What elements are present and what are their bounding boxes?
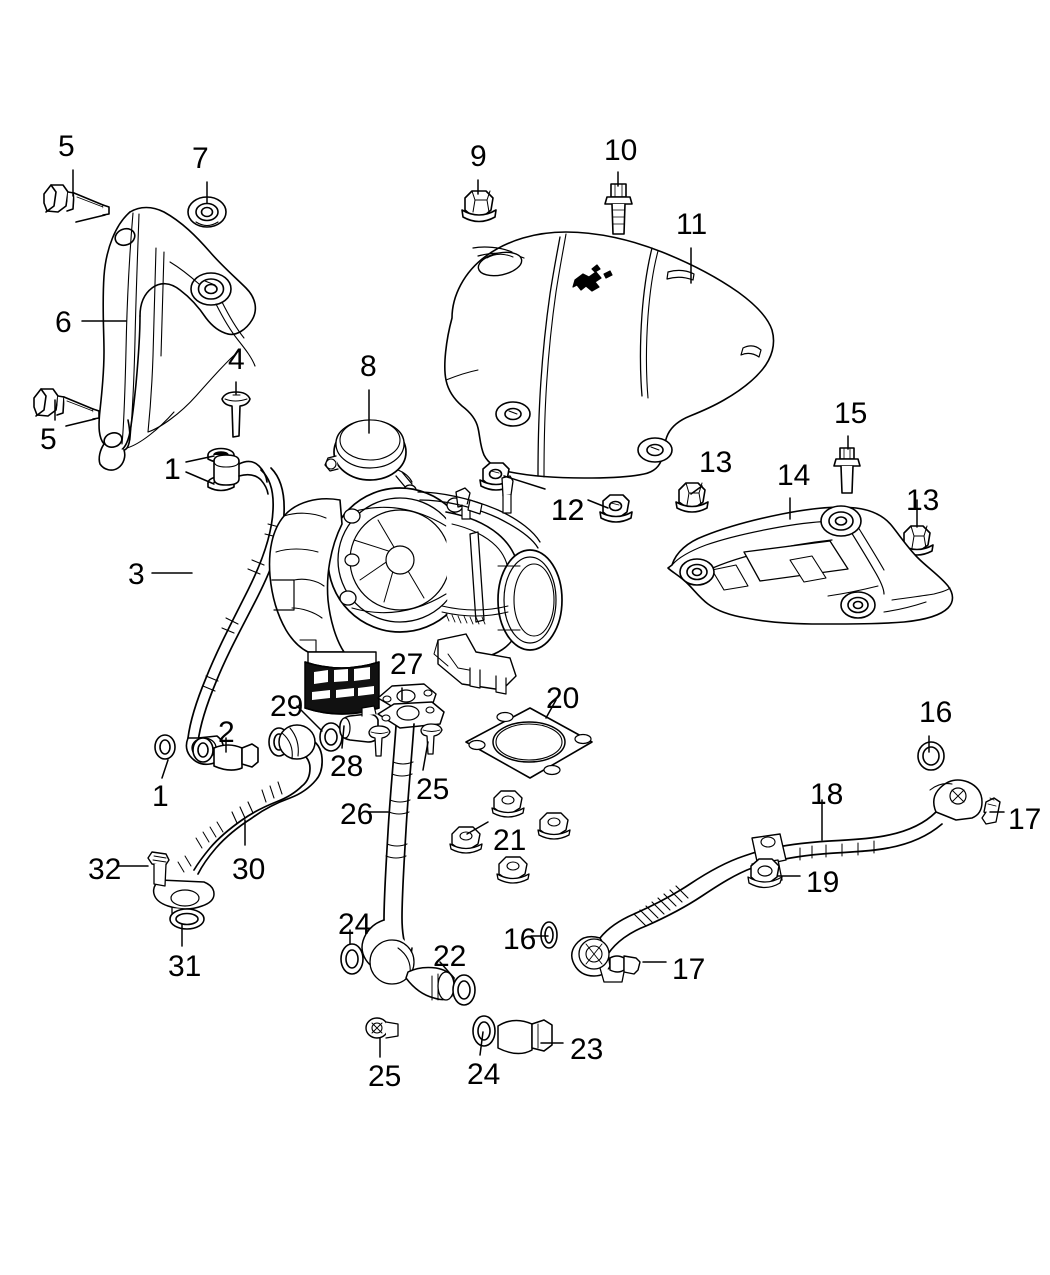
part-23-banjo-bolt (497, 1019, 553, 1055)
callout-29-seal-ring: 29 (270, 690, 304, 723)
callout-25-bolt: 25 (368, 1060, 402, 1093)
part-21-nut-d (496, 856, 530, 884)
leader-line-24 (479, 1031, 484, 1056)
part-10-bolt (604, 183, 633, 235)
callout-14-heat-shield-bracket: 14 (777, 459, 811, 492)
callout-12-nut-flange: 12 (551, 494, 585, 527)
callout-1-seal-washer: 1 (164, 453, 181, 486)
callout-18-coolant-return-tube: 18 (810, 778, 844, 811)
part-16-o-ring-right (917, 741, 945, 771)
part-17-bolt-lower (609, 955, 641, 975)
callout-11-heat-shield-upper: 11 (676, 208, 708, 241)
part-3-banjo-head (213, 454, 269, 495)
callout-7-bushing-insulator: 7 (192, 142, 209, 175)
part-14-heat-shield-bracket (667, 505, 954, 625)
callout-28-fitting-elbow: 28 (330, 750, 364, 783)
part-20-gasket (465, 707, 593, 779)
part-5-bolt-lower (33, 388, 100, 427)
callout-20-gasket-turbo-flange: 20 (546, 682, 580, 715)
part-9-nut (461, 190, 497, 223)
leader-line-22 (439, 961, 455, 979)
leader-line-1 (185, 455, 215, 463)
callout-8-turbocharger: 8 (360, 350, 377, 383)
part-13-nut-b (900, 525, 934, 556)
callout-1-seal-washer: 1 (164, 453, 181, 486)
part-4-bolt (221, 391, 251, 438)
leader-line-25 (422, 741, 429, 771)
part-16-o-ring-center (540, 921, 558, 949)
part-13-nut-a (675, 482, 709, 513)
part-8-turbocharger (268, 419, 563, 715)
callout-6-turbocharger-support-bracket: 6 (55, 306, 72, 339)
callout-21-nut-flange-exhaust: 21 (493, 824, 527, 857)
part-24-washer-b (472, 1015, 496, 1047)
leader-line-28 (341, 725, 345, 749)
callout-16-o-ring: 16 (919, 696, 953, 729)
leader-line-21 (466, 821, 489, 835)
callout-17-bolt: 17 (1008, 803, 1042, 836)
part-6-support-bracket (98, 206, 257, 471)
part-29-seal-ring-b (319, 722, 343, 752)
part-12-nut-b (599, 494, 633, 523)
part-26-oil-drain-tube (361, 701, 455, 1001)
part-22-o-ring (452, 974, 476, 1006)
callout-5-bolt-hex-flange: 5 (58, 130, 75, 163)
leader-line-12 (503, 475, 546, 490)
callout-26-oil-drain-tube: 26 (340, 798, 374, 831)
callout-15-bolt: 15 (834, 397, 868, 430)
callout-24-washer-seal: 24 (338, 908, 372, 941)
part-2-banjo-bolt (213, 743, 259, 771)
part-25-bolt-a (368, 725, 391, 757)
callout-19-nut: 19 (806, 866, 840, 899)
leader-line-12 (587, 499, 609, 509)
leader-line-1 (185, 471, 215, 485)
callout-24-washer-seal: 24 (467, 1058, 501, 1091)
leader-line-29 (296, 705, 323, 732)
leader-line-20 (545, 699, 557, 719)
callout-30-oil-feed-tube-lower: 30 (232, 853, 266, 886)
callout-22-o-ring: 22 (433, 940, 467, 973)
callout-1-seal-washer: 1 (152, 780, 169, 813)
callout-5-bolt-hex-flange: 5 (40, 423, 57, 456)
callout-3-oil-feed-tube: 3 (128, 558, 145, 591)
part-1-seal-washer-c (154, 734, 176, 760)
part-11-heat-shield (444, 231, 775, 479)
part-19-nut (747, 858, 783, 889)
part-17-bolt-right (981, 797, 1001, 825)
part-25-bolt-c (365, 1017, 399, 1039)
callout-25-bolt: 25 (416, 773, 450, 806)
part-21-nut-c (537, 812, 571, 840)
part-5-bolt-upper (43, 184, 110, 223)
callout-13-nut: 13 (699, 446, 733, 479)
callout-9-nut-flange: 9 (470, 140, 487, 173)
part-32-banjo-fitting (147, 851, 170, 887)
part-31-seal-ring (169, 908, 205, 930)
leader-line-1 (161, 759, 169, 779)
callout-4-bolt: 4 (228, 343, 245, 376)
callout-13-nut: 13 (906, 484, 940, 517)
callout-2-banjo-bolt: 2 (218, 716, 235, 749)
part-21-nut-a (491, 790, 525, 818)
part-24-washer-a (340, 943, 364, 975)
part-21-nut-b (449, 826, 483, 854)
part-15-bolt (833, 447, 861, 494)
leader-line-13 (690, 485, 703, 495)
callout-12-nut-flange: 12 (551, 494, 585, 527)
callout-27-gasket-oil-drain: 27 (390, 648, 424, 681)
callout-23-banjo-bolt: 23 (570, 1033, 604, 1066)
callout-31-gasket-seal-ring: 31 (168, 950, 202, 983)
part-25-bolt-b (420, 723, 443, 755)
callout-32-banjo-fitting: 32 (88, 853, 122, 886)
callout-17-bolt: 17 (672, 953, 706, 986)
callout-10-bolt-hex-flange: 10 (604, 134, 638, 167)
callout-16-o-ring: 16 (503, 923, 537, 956)
part-28-elbow-fitting (339, 705, 379, 743)
part-2-washer (192, 737, 214, 763)
